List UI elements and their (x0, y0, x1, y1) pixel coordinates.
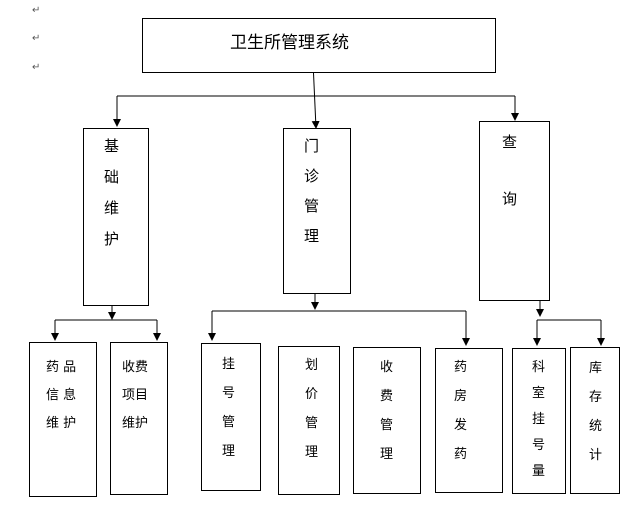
node-char: 量 (532, 464, 546, 479)
node-line: 项目 (122, 388, 149, 403)
node-char: 挂 (222, 357, 236, 372)
node-char: 管 (305, 416, 319, 431)
node-char: 室 (532, 386, 546, 401)
node-char: 房 (454, 389, 468, 404)
node-char: 收 (380, 360, 394, 375)
node-query: 查 询 (479, 121, 550, 301)
node-registration-management: 挂 号 管 理 (201, 343, 261, 491)
node-char: 库 (589, 361, 603, 376)
node-line: 信 息 (46, 388, 77, 403)
node-char: 费 (380, 389, 394, 404)
node-char: 管 (380, 418, 394, 433)
node-char: 理 (304, 227, 320, 245)
node-char: 查 (502, 133, 518, 151)
node-line: 维护 (122, 416, 149, 431)
node-char: 发 (454, 418, 468, 433)
node-basic-maintenance: 基 础 维 护 (83, 128, 149, 306)
node-char: 基 (104, 137, 120, 155)
node-char: 药 (454, 447, 468, 462)
node-char: 管 (222, 415, 236, 430)
node-line: 收费 (122, 360, 149, 375)
paragraph-mark-icon: ↵ (32, 33, 41, 44)
node-inventory-statistics: 库 存 统 计 (570, 347, 620, 494)
node-char: 存 (589, 390, 603, 405)
node-char: 药 (454, 360, 468, 375)
node-line: 药 品 (46, 360, 77, 375)
node-char: 门 (304, 137, 320, 155)
node-char: 维 (104, 199, 120, 217)
node-char: 理 (222, 444, 236, 459)
node-outpatient-management: 门 诊 管 理 (283, 128, 351, 294)
node-drug-info-maintenance: 药 品 信 息 维 护 (29, 342, 97, 497)
node-char: 询 (502, 190, 518, 208)
node-char: 科 (532, 360, 546, 375)
node-char: 价 (305, 387, 319, 402)
node-char: 护 (104, 230, 120, 248)
node-char: 划 (305, 358, 319, 373)
node-char: 理 (380, 447, 394, 462)
root-title: 卫生所管理系统 (230, 33, 349, 53)
node-char: 诊 (304, 167, 320, 185)
node-fee-item-maintenance: 收费 项目 维护 (110, 342, 168, 495)
node-char: 计 (589, 448, 603, 463)
node-char: 础 (104, 168, 120, 186)
node-pricing-management: 划 价 管 理 (278, 346, 340, 495)
node-char: 挂 (532, 412, 546, 427)
node-char: 号 (222, 386, 236, 401)
root-node: 卫生所管理系统 (142, 18, 496, 73)
node-char: 理 (305, 445, 319, 460)
node-char: 号 (532, 438, 546, 453)
node-charging-management: 收 费 管 理 (353, 347, 421, 494)
node-pharmacy-dispensing: 药 房 发 药 (435, 348, 503, 493)
paragraph-mark-icon: ↵ (32, 5, 41, 16)
paragraph-mark-icon: ↵ (32, 62, 41, 73)
node-line: 维 护 (46, 416, 77, 431)
node-char: 统 (589, 419, 603, 434)
node-char: 管 (304, 197, 320, 215)
node-department-registrations: 科 室 挂 号 量 (512, 348, 566, 494)
